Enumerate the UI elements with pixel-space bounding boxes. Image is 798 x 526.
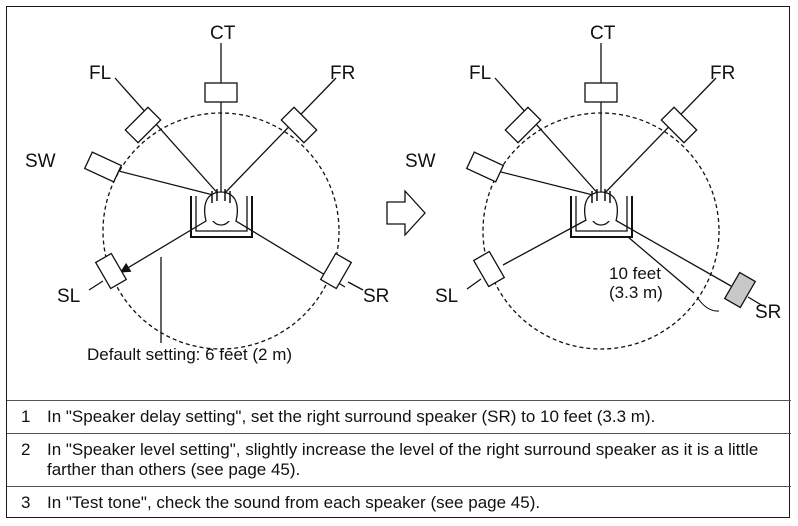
transition-arrow [386, 189, 426, 237]
right-diagram [465, 43, 764, 350]
label-sr-right: SR [755, 302, 781, 323]
speaker-ct [204, 82, 238, 103]
speaker-sl [472, 250, 506, 288]
label-ct-right: CT [590, 23, 616, 44]
step-row: 3 In "Test tone", check the sound from e… [7, 487, 791, 519]
label-sl-left: SL [57, 286, 80, 307]
label-sw-right: SW [405, 151, 436, 172]
listener-chair [570, 189, 633, 238]
speaker-fl [504, 106, 542, 144]
listener-chair [190, 189, 253, 238]
speaker-sl [94, 252, 128, 290]
speaker-sw [465, 151, 505, 183]
speaker-ct [584, 82, 618, 103]
label-fr-left: FR [330, 63, 355, 84]
speaker-fr [660, 106, 698, 144]
speaker-lines [466, 43, 764, 312]
distance-label-line2: (3.3 m) [609, 283, 663, 302]
step-number: 3 [21, 493, 31, 512]
step-number: 1 [21, 407, 31, 426]
label-fl-left: FL [89, 63, 111, 84]
step-row: 1 In "Speaker delay setting", set the ri… [7, 401, 791, 434]
step-row: 2 In "Speaker level setting", slightly i… [7, 434, 791, 487]
step-text: In "Test tone", check the sound from eac… [47, 493, 541, 512]
label-ct-left: CT [210, 23, 236, 44]
label-fl-right: FL [469, 63, 491, 84]
figure-frame: CT FL FR SW SL SR Default setting: 6 fee… [6, 6, 791, 519]
speaker-diagram: CT FL FR SW SL SR Default setting: 6 fee… [25, 23, 781, 364]
label-sw-left: SW [25, 151, 56, 172]
label-sl-right: SL [435, 286, 458, 307]
default-setting-caption: Default setting: 6 feet (2 m) [87, 345, 292, 364]
label-sr-left: SR [363, 286, 389, 307]
instruction-steps: 1 In "Speaker delay setting", set the ri… [7, 400, 791, 519]
step-text: In "Speaker delay setting", set the righ… [47, 407, 656, 426]
speaker-fl [124, 106, 162, 144]
step-text: In "Speaker level setting", slightly inc… [47, 440, 759, 479]
label-fr-right: FR [710, 63, 735, 84]
speaker-fr [280, 106, 318, 144]
speaker-lines [88, 43, 364, 291]
speaker-sr-moved [723, 271, 757, 309]
speaker-sr [319, 252, 353, 290]
left-diagram [83, 43, 364, 350]
step-number: 2 [21, 440, 31, 459]
speaker-sw [83, 151, 123, 183]
distance-label-line1: 10 feet [609, 264, 661, 283]
